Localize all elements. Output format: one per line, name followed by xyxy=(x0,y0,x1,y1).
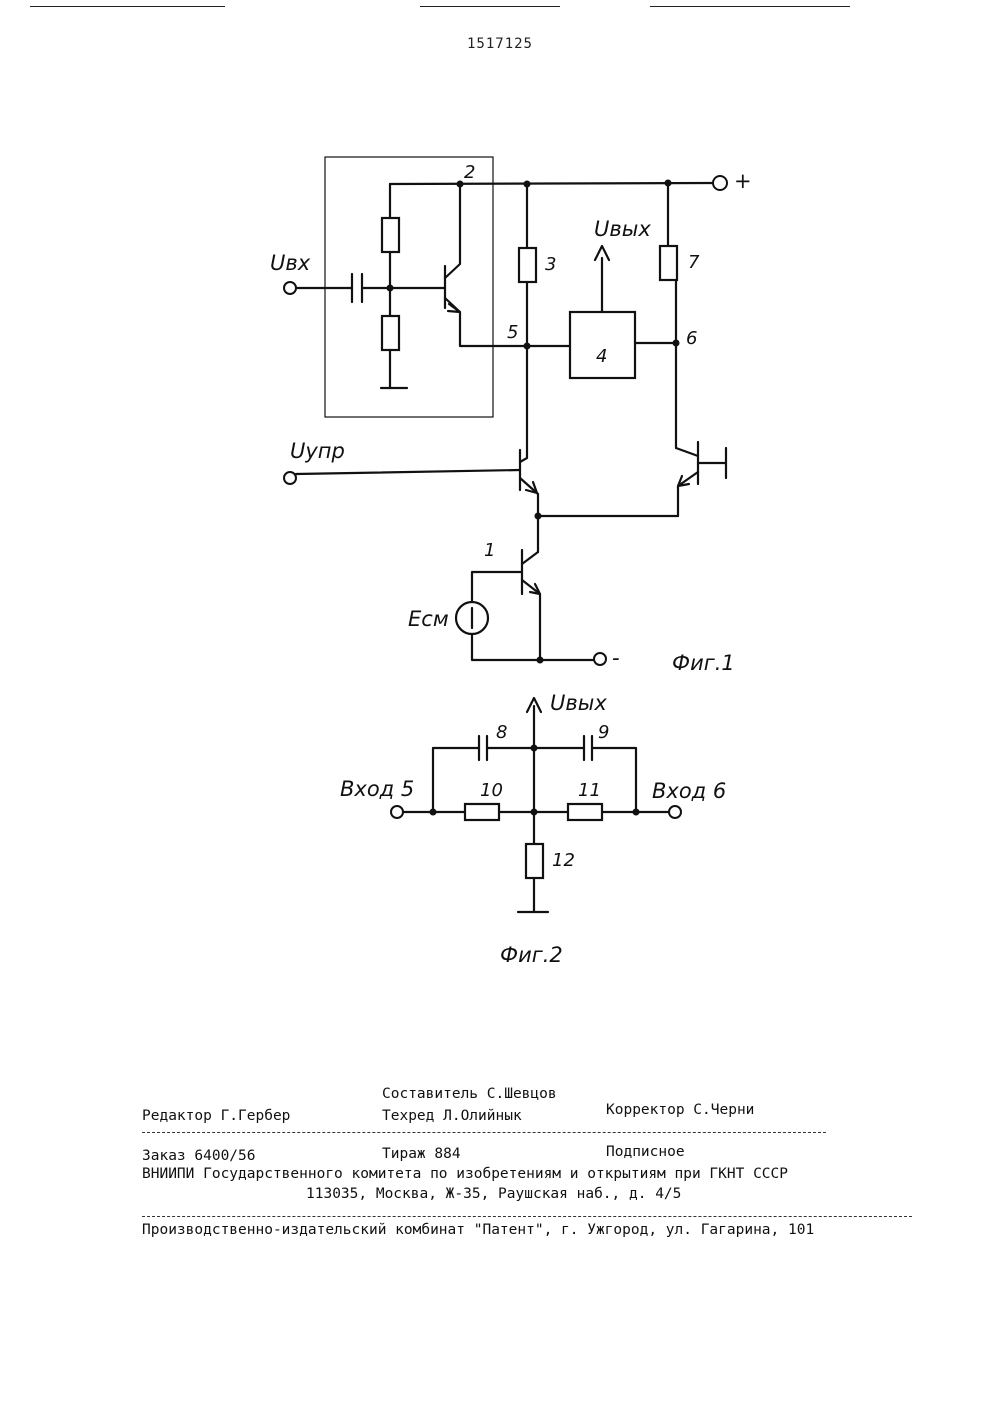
figure-1-caption: Фиг.1 xyxy=(672,651,735,675)
label-7: 7 xyxy=(688,252,700,273)
base-node xyxy=(387,285,394,292)
techred: Техред Л.Олийнык xyxy=(382,1108,522,1124)
figure-2-caption: Фиг.2 xyxy=(500,943,563,967)
cap8-left-wire xyxy=(433,748,479,812)
input-6-terminal xyxy=(669,806,681,818)
input-5-terminal xyxy=(391,806,403,818)
label-6: 6 xyxy=(686,328,697,349)
control-voltage-label: Uупр xyxy=(290,439,345,463)
output-voltage-label: Uвых xyxy=(594,217,651,241)
imprint-divider-2 xyxy=(142,1216,912,1217)
resistor-3 xyxy=(519,248,536,282)
control-terminal xyxy=(284,472,296,484)
label-1: 1 xyxy=(484,540,495,561)
input-5-label: Вход 5 xyxy=(340,777,414,801)
label-12: 12 xyxy=(552,850,575,871)
right-node xyxy=(633,809,640,816)
printer: Производственно-издательский комбинат "П… xyxy=(142,1222,814,1238)
label-10: 10 xyxy=(480,780,503,801)
label-9: 9 xyxy=(598,722,609,743)
corrector: Корректор С.Черни xyxy=(606,1102,754,1118)
organization-line-1: ВНИИПИ Государственного комитета по изоб… xyxy=(142,1166,788,1182)
label-5: 5 xyxy=(507,322,518,343)
input-6-label: Вход 6 xyxy=(652,779,726,803)
node-2 xyxy=(457,181,464,188)
bias-source-top-wire xyxy=(472,572,522,602)
positive-terminal xyxy=(713,176,727,190)
figure-1: Uвх Uупр Uвых Eсм + - 1 2 3 4 5 6 7 Фиг.… xyxy=(270,157,752,675)
control-wire xyxy=(296,470,520,474)
label-4: 4 xyxy=(596,346,607,367)
label-2: 2 xyxy=(464,162,475,183)
left-pair-emitter xyxy=(520,478,538,516)
output-voltage-label-fig2: Uвых xyxy=(550,691,607,715)
circuit-figures: Uвх Uупр Uвых Eсм + - 1 2 3 4 5 6 7 Фиг.… xyxy=(0,0,1000,1000)
negative-label: - xyxy=(612,646,620,670)
resistor-12 xyxy=(526,844,543,878)
editor: Редактор Г.Гербер xyxy=(142,1108,290,1124)
node-6 xyxy=(673,340,680,347)
block-4 xyxy=(570,312,635,378)
figure-2: Uвых Вход 5 Вход 6 8 9 10 11 12 Фиг.2 xyxy=(340,691,726,967)
source-transistor-collector xyxy=(522,552,538,564)
imprint-divider-1 xyxy=(142,1132,826,1133)
bias-voltage-label: Eсм xyxy=(408,607,449,631)
negative-rail xyxy=(472,634,594,660)
bias-resistor-lower xyxy=(382,316,399,350)
negative-terminal xyxy=(594,653,606,665)
left-node xyxy=(430,809,437,816)
input-terminal xyxy=(284,282,296,294)
right-pair-collector xyxy=(676,448,698,456)
circulation: Тираж 884 xyxy=(382,1146,461,1162)
resistor-10 xyxy=(465,804,499,820)
organization-line-2: 113035, Москва, Ж-35, Раушская наб., д. … xyxy=(306,1186,681,1202)
label-3: 3 xyxy=(545,254,556,275)
label-11: 11 xyxy=(578,780,601,801)
input-voltage-label: Uвх xyxy=(270,251,311,275)
input-transistor-collector xyxy=(445,184,460,278)
positive-rail xyxy=(390,183,712,184)
label-8: 8 xyxy=(496,722,507,743)
compiler: Составитель С.Шевцов xyxy=(382,1086,557,1102)
resistor-11 xyxy=(568,804,602,820)
resistor-7 xyxy=(660,246,677,280)
subscription: Подписное xyxy=(606,1144,685,1160)
order: Заказ 6400/56 xyxy=(142,1148,256,1164)
bias-resistor-upper xyxy=(382,218,399,252)
positive-label: + xyxy=(734,169,752,193)
negative-node xyxy=(537,657,544,664)
